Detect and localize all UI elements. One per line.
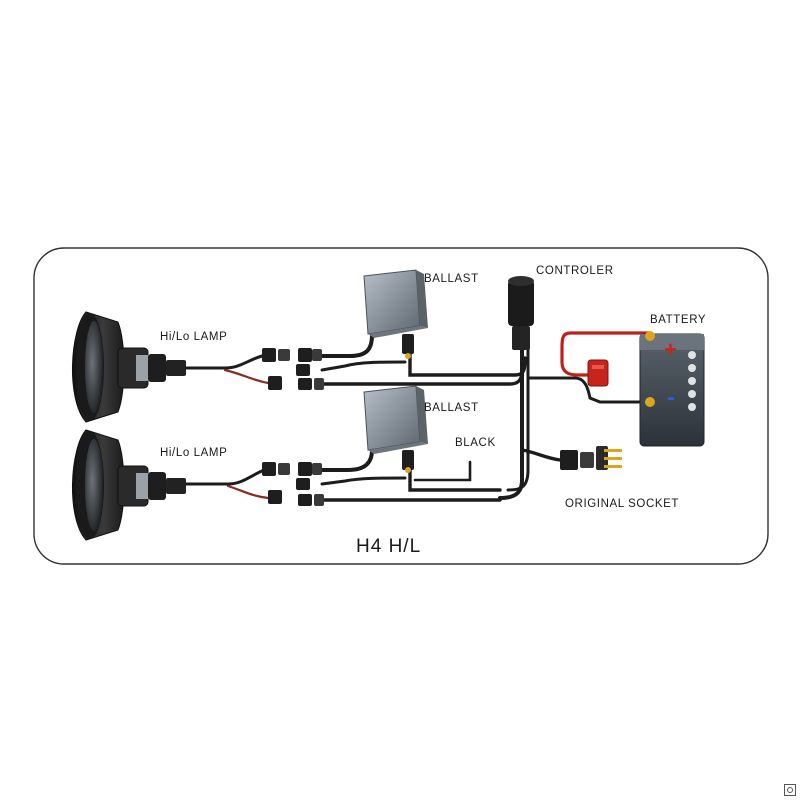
battery-minus-mark: - — [667, 384, 675, 411]
ballast-bottom — [363, 385, 428, 473]
wire-bottom-conn-lower — [320, 476, 407, 486]
label-controler: CONTROLER — [536, 265, 614, 277]
wire-lamp-bottom — [183, 468, 266, 486]
wire-lamp-top-b — [223, 368, 270, 385]
wire-top-conn-lower — [320, 360, 407, 372]
diagram-title: H4 H/L — [356, 536, 421, 557]
wire-black-ground — [413, 460, 472, 482]
label-original-socket: ORIGINAL SOCKET — [565, 498, 679, 510]
label-lamp-top: Hi/Lo LAMP — [160, 331, 227, 343]
wire-lamp-top — [183, 354, 264, 370]
battery-positive-terminal — [645, 331, 655, 341]
controller — [508, 276, 534, 350]
ballast-top — [363, 269, 428, 359]
wire-controller-down-b — [506, 343, 530, 492]
label-battery: BATTERY — [650, 314, 706, 326]
relay-module — [587, 359, 609, 387]
connectors-top — [262, 348, 324, 390]
wire-lamp-bottom-b — [226, 484, 270, 500]
battery: + - — [639, 331, 705, 447]
wires — [183, 323, 642, 502]
original-socket — [560, 446, 622, 470]
positive-wire — [560, 331, 652, 377]
lamp-top — [72, 311, 186, 423]
corner-mark-icon — [784, 784, 796, 796]
lamp-bottom — [72, 429, 186, 541]
wire-controller-down — [498, 343, 524, 500]
label-black: BLACK — [455, 437, 496, 449]
battery-negative-terminal — [645, 397, 655, 407]
wire-controller-battery-neg — [526, 376, 642, 404]
connectors-bottom — [262, 462, 324, 506]
label-ballast-top: BALLAST — [424, 273, 479, 285]
label-ballast-bottom: BALLAST — [424, 402, 479, 414]
wire-controller-socket — [520, 448, 562, 462]
wire-ballast-bottom-out — [408, 464, 502, 492]
battery-plus-mark: + — [664, 337, 677, 362]
label-lamp-bottom: Hi/Lo LAMP — [160, 447, 227, 459]
